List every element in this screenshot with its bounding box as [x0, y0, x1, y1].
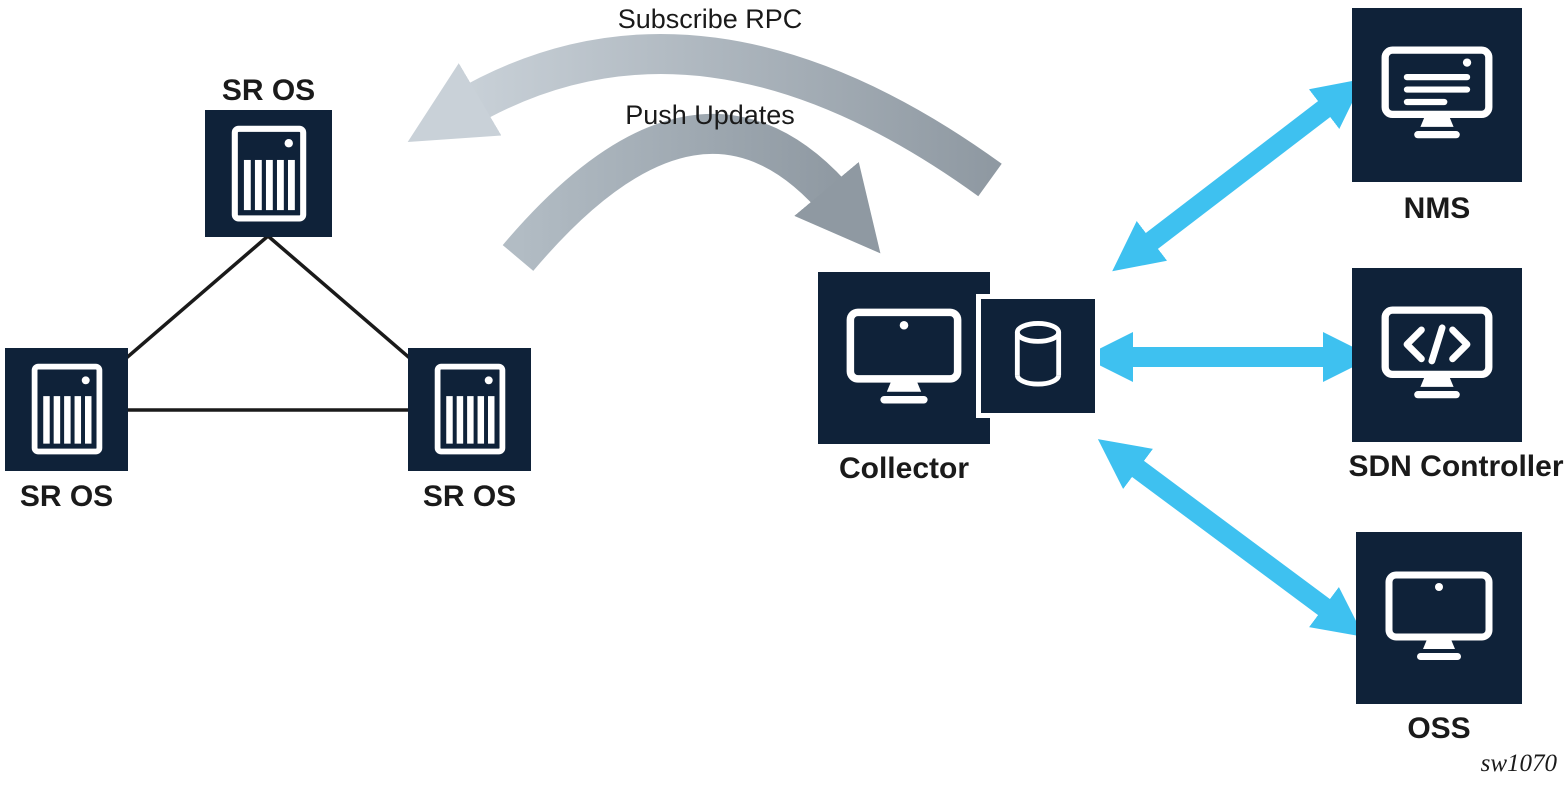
router-icon: [31, 364, 102, 455]
subscribe-rpc-arrow: [407, 34, 1002, 197]
collector-links: [1083, 78, 1373, 637]
monitor-code-icon: [1381, 306, 1493, 399]
monitor-lines-icon: [1381, 46, 1493, 139]
collector-oss-arrow: [1097, 439, 1365, 637]
nms-label: NMS: [1403, 192, 1471, 225]
oss-node: [1356, 532, 1522, 704]
sdn-controller-node: [1352, 268, 1522, 442]
router-icon: [231, 125, 306, 222]
push-updates-arrow: [502, 114, 881, 271]
collector-nms-arrow: [1112, 78, 1364, 272]
oss-label: OSS: [1407, 712, 1471, 745]
subscribe-rpc-label: Subscribe RPC: [617, 4, 803, 34]
sr-os-top-node: [205, 110, 332, 237]
monitor-icon: [846, 308, 962, 404]
collector-database-node: [976, 294, 1100, 418]
figure-id-watermark: sw1070: [1480, 750, 1557, 777]
sr-os-right-node: [408, 348, 531, 471]
collector-label: Collector: [838, 452, 970, 485]
sr-os-right-label: SR OS: [422, 480, 517, 513]
router-icon: [434, 364, 505, 455]
sdn-controller-label: SDN Controller: [1348, 450, 1564, 483]
nms-node: [1352, 8, 1522, 182]
sr-os-left-node: [5, 348, 128, 471]
database-icon: [1014, 321, 1062, 387]
sr-os-left-label: SR OS: [19, 480, 114, 513]
sr-os-top-label: SR OS: [221, 74, 316, 107]
push-updates-label: Push Updates: [625, 100, 795, 130]
monitor-icon: [1385, 571, 1493, 660]
collector-node: [818, 272, 990, 444]
